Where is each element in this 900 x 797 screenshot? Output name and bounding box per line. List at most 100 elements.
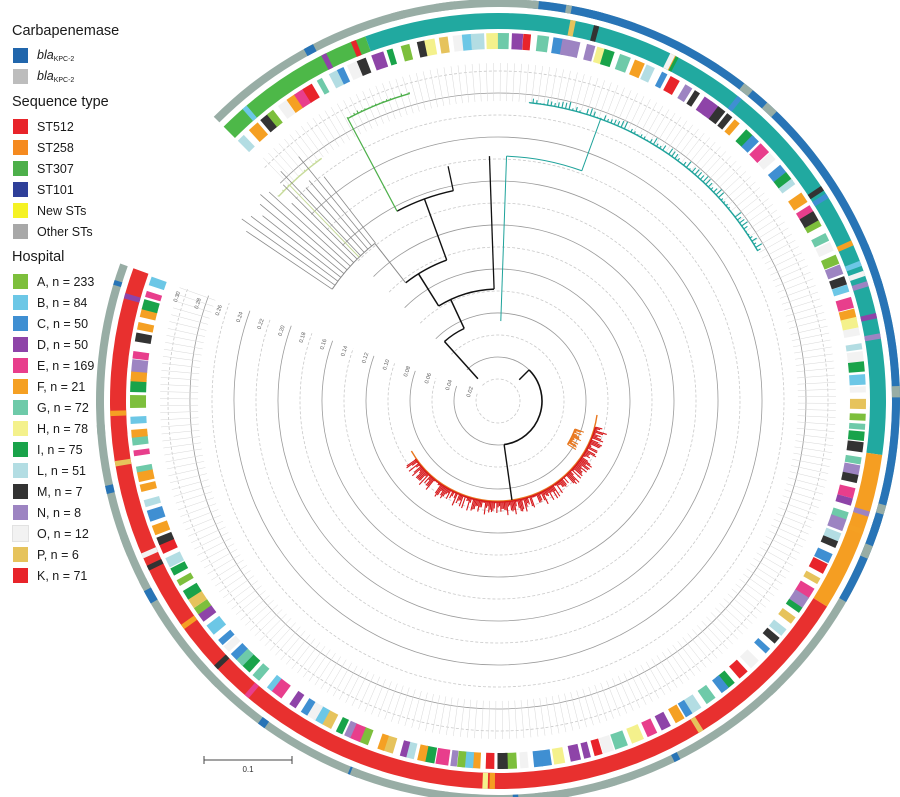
carbapenemase-ring-tick [671,752,681,763]
st-ring-tick [244,682,259,699]
leaf-line [439,696,447,734]
radial-axis-tick-label: 0.04 [445,379,454,391]
hospital-ring-segment [701,100,721,121]
hospital-ring-segment [835,494,853,506]
carbapenemase-ring-tick [562,788,572,797]
leaf-line [339,665,358,700]
legend-swatch [13,505,28,520]
clade-st512-tip [439,487,447,499]
clade-st512-tip [591,437,604,443]
clade-st512-tip [458,494,462,501]
legend-swatch [13,295,28,310]
clade-st512-tip [488,501,491,513]
hospital-ring-segment [789,589,809,608]
leaf-line [696,625,723,654]
clade-st258-tip [569,439,579,445]
leaf-line [775,271,811,287]
leaf-line [667,648,690,681]
hospital-ring-segment [218,629,235,646]
st-ring-tick [836,240,854,252]
clade-st512-tip [485,501,488,508]
leaf-line [594,684,608,722]
branch-light-stem [289,184,360,258]
clade-st307-tip [677,157,680,162]
st-ring-tick [812,193,829,207]
hospital-ring-segment [598,735,615,754]
backbone-arc-3 [438,288,495,307]
clade-st512-tip [593,431,604,436]
leaf-line [549,68,557,106]
leaf-line [388,80,402,118]
carbapenemase-ring-tick [870,518,882,532]
leaf-line [634,667,653,702]
leaf-line [785,305,823,317]
clade-st307-tip [568,101,572,110]
leaf-lines [160,63,836,739]
leaf-line [761,240,796,259]
leaf-line [764,246,799,265]
hospital-ring-segment [794,580,815,600]
clade-st512-tip [578,460,591,470]
clade-st512-tip [542,490,546,496]
hospital-ring-segment [847,430,865,441]
clade-st307-tip [699,175,705,180]
hospital-ring-segment [686,90,700,107]
hospital-ring-segment [130,394,147,408]
clade-st307-tip [741,221,748,227]
st-ring-tick [146,558,164,571]
legend-item-carbapenemase-1: blaKPC-2 [13,45,152,66]
clade-st307-tip [685,161,692,168]
branch-gray-tip [291,202,354,263]
clade-st307-tip [575,106,578,112]
clade-st512-tip [555,483,563,494]
leaf-line [297,642,321,674]
radial-axis-tick-label: 0.18 [299,332,308,344]
hospital-ring-segment [535,35,550,53]
legend-swatch [13,337,28,352]
leaf-line [564,693,574,731]
leaf-line [351,671,369,706]
hospital-ring-segment [551,747,566,765]
hospital-ring-segment [399,740,411,758]
clade-st307-tip [710,187,714,191]
leaf-line [432,695,440,733]
branch-green-stem [347,118,398,212]
radial-axis-tick-label: 0.02 [466,386,475,398]
legend-hospital-item-4: D, n = 50 [13,334,152,355]
clade-st307-tip [734,212,742,218]
branch-gray-tip [260,194,348,271]
hospital-ring-segment [197,604,217,622]
clade-st512-tip [453,492,457,499]
legend-hospital-item-11: M, n = 7 [13,481,152,502]
st-ring-tick [242,105,257,122]
legend-label: D, n = 50 [37,337,89,352]
grid-circle-10 [277,180,719,622]
hospital-ring-segment [846,350,864,365]
st-ring-tick [350,39,362,57]
carbapenemase-ring-tick [769,681,781,693]
clade-st512-tip [549,487,553,493]
carbapenemase-ring-tick [875,503,887,515]
clade-st258-tip [568,441,577,447]
leaf-line [362,91,379,127]
hospital-ring-segment [762,627,780,644]
clade-st512-tip [451,493,458,506]
leaf-line [197,537,232,556]
leaf-line [776,513,812,528]
hospital-ring-segment [803,570,821,585]
legend-hospital-item-8: H, n = 78 [13,418,152,439]
branch-gray-tip [280,170,361,256]
st-ring-tick [114,458,132,467]
clade-st512-tip [575,464,582,470]
leaf-line [790,325,828,335]
clade-green-tip [364,108,366,111]
clade-st512-tip [445,490,452,500]
carbapenemase-ring-tick [527,0,539,10]
carbapenemase-ring-tick [472,794,480,797]
clade-st512-tip [566,474,575,484]
hospital-ring-segment [151,520,171,536]
hospital-ring-segment [808,557,828,574]
hospital-ring-segment [358,726,374,746]
leaf-line [792,459,830,467]
